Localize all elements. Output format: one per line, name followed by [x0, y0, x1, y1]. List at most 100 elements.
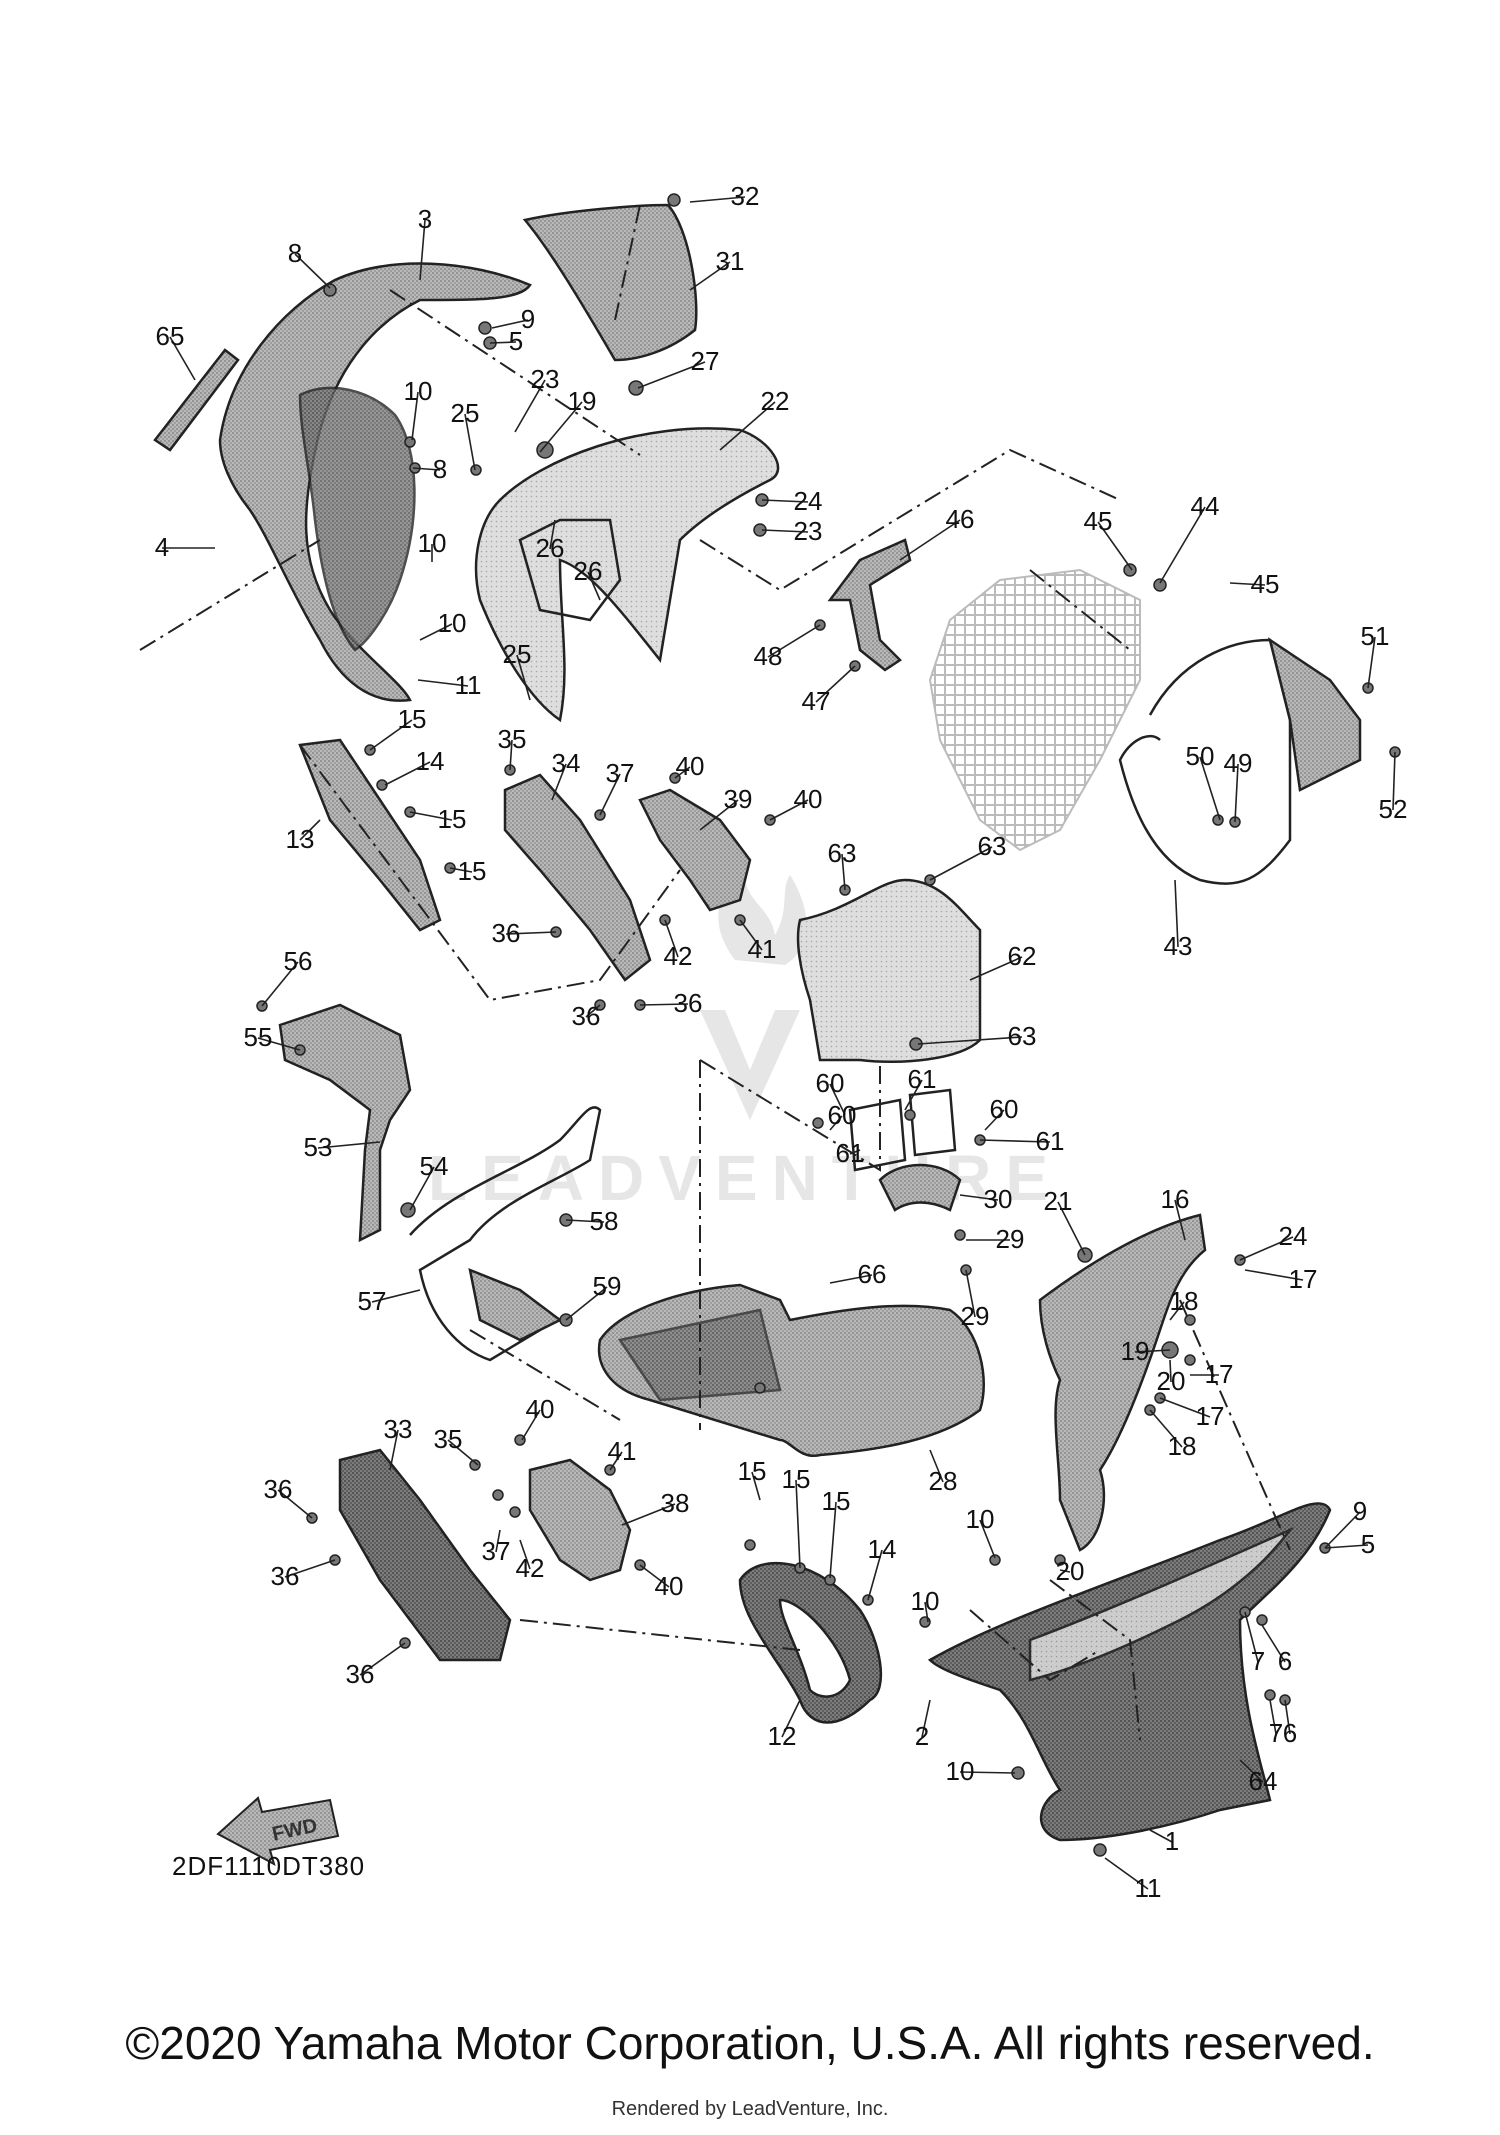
callout-label: 63 [828, 838, 857, 868]
leader-line [1057, 1201, 1086, 1256]
leader-line [549, 519, 556, 550]
callout-label: 40 [794, 784, 823, 814]
callout-label: 25 [451, 398, 480, 428]
callout-label: 52 [1379, 794, 1408, 824]
callout-label: 24 [1279, 1221, 1308, 1251]
leader-line [639, 1003, 689, 1006]
leader-line [419, 623, 453, 641]
part-28-tray-inner [617, 1308, 782, 1402]
callout-label: 27 [691, 346, 720, 376]
callout-label: 48 [754, 641, 783, 671]
leader-line [585, 1004, 601, 1018]
part-34-duct [503, 773, 652, 982]
callout-label: 36 [492, 918, 521, 948]
callout-label: 12 [768, 1721, 797, 1751]
callout-label: 63 [1008, 1021, 1037, 1051]
leader-line [1367, 636, 1376, 689]
callout-label: 39 [724, 784, 753, 814]
callout-label: 66 [858, 1259, 887, 1289]
leader-line [1174, 879, 1179, 948]
callout-label: 16 [1161, 1184, 1190, 1214]
part-31-cover [522, 203, 698, 362]
callout-label: 46 [946, 504, 975, 534]
callout-label: 29 [961, 1301, 990, 1331]
callout-label: 13 [286, 824, 315, 854]
callout-label: 51 [1361, 621, 1390, 651]
callout-label: 28 [929, 1466, 958, 1496]
callout-label: 7 [1251, 1646, 1265, 1676]
callout-label: 14 [416, 746, 445, 776]
leader-line [674, 766, 691, 779]
part-33-panel [338, 1448, 512, 1662]
callout-label: 45 [1251, 569, 1280, 599]
copyright-notice: ©2020 Yamaha Motor Corporation, U.S.A. A… [125, 2017, 1375, 2069]
leader-line [521, 1409, 541, 1441]
leader-line [769, 799, 809, 821]
part-30-bracket [878, 1163, 962, 1212]
leader-line [929, 1449, 944, 1483]
leader-line [371, 1289, 421, 1303]
leader-line [1159, 1397, 1211, 1418]
part-57-frame-detail [468, 1267, 563, 1342]
leader-line [664, 919, 679, 958]
leader-line [849, 1149, 861, 1155]
leader-line [637, 361, 706, 389]
part-frame-ghost [928, 568, 1141, 852]
callout-label: 26 [536, 533, 565, 563]
leader-line [924, 1601, 929, 1623]
callout-label: 49 [1224, 748, 1253, 778]
leader-line [419, 219, 426, 281]
part-lower-cowl-highlight [1028, 1526, 1294, 1682]
callout-label: 21 [1044, 1186, 1073, 1216]
callout-label: 42 [516, 1553, 545, 1583]
callout-label: 42 [664, 941, 693, 971]
callout-label: 14 [868, 1534, 897, 1564]
leader-line [781, 1699, 801, 1738]
leader-line [761, 499, 809, 503]
callout-label: 15 [738, 1456, 767, 1486]
callout-label: 32 [731, 181, 760, 211]
callout-label: 18 [1168, 1431, 1197, 1461]
callout-label: 19 [1121, 1336, 1150, 1366]
leader-line [829, 1501, 837, 1579]
callout-label: 24 [794, 486, 823, 516]
callout-label: 6 [1283, 1718, 1297, 1748]
callout-label: 15 [822, 1486, 851, 1516]
leader-line [1324, 1544, 1369, 1549]
callout-label: 5 [1361, 1529, 1375, 1559]
callout-label: 55 [244, 1022, 273, 1052]
leader-line [389, 1429, 399, 1471]
leader-lines [162, 196, 1396, 1890]
callout-label: 15 [782, 1464, 811, 1494]
leader-line [1324, 1511, 1361, 1549]
callout-label: 10 [911, 1586, 940, 1616]
callout-label: 20 [1157, 1366, 1186, 1396]
callout-label: 60 [990, 1094, 1019, 1124]
leader-line [551, 763, 567, 801]
callout-label: 29 [996, 1224, 1025, 1254]
callout-label: 18 [1170, 1286, 1199, 1316]
callout-label: 9 [1353, 1496, 1367, 1526]
leader-line [369, 719, 413, 751]
leader-line [514, 379, 546, 433]
leader-line [447, 1439, 479, 1466]
leader-line [409, 811, 453, 821]
callout-label: 60 [828, 1100, 857, 1130]
leader-line [921, 1699, 931, 1738]
leader-line [1239, 1236, 1294, 1261]
callout-label: 38 [661, 1488, 690, 1518]
leader-line [417, 679, 469, 687]
leader-line [829, 1115, 843, 1131]
callout-label: 53 [304, 1132, 333, 1162]
callout-label: 40 [676, 751, 705, 781]
leader-line [359, 1642, 406, 1676]
leader-line [1199, 756, 1221, 821]
part-43-bracket [1118, 638, 1292, 885]
callout-label: 6 [1278, 1646, 1292, 1676]
callout-label: 3 [418, 204, 432, 234]
callout-label: 23 [531, 364, 560, 394]
callout-label: 23 [794, 516, 823, 546]
leader-line [689, 196, 746, 203]
leader-line [257, 1037, 301, 1051]
